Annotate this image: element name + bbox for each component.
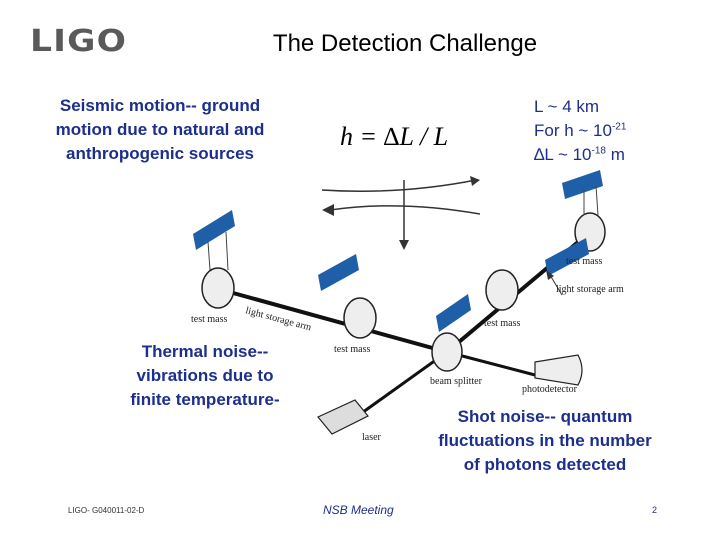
photodetector-shape — [534, 354, 583, 386]
wire-2 — [225, 231, 229, 271]
label-light-storage-arm-right: light storage arm — [556, 284, 624, 295]
parameter-block: L ~ 4 km For h ~ 10-21 ∆L ~ 10-18 m — [534, 95, 626, 167]
arm-pointer-head — [546, 270, 554, 280]
mirror-plate-1 — [193, 210, 235, 250]
beam-splitter — [431, 332, 463, 372]
param-length: L ~ 4 km — [534, 97, 600, 116]
param-delta-length: ∆L ~ 10-18 m — [534, 145, 625, 164]
param-strain: For h ~ 10-21 — [534, 121, 627, 140]
laser-beam — [351, 350, 448, 422]
page-number: 2 — [652, 505, 658, 515]
slide-title: The Detection Challenge — [272, 30, 538, 57]
gw-curve-1 — [321, 179, 477, 192]
arm-pointer — [549, 274, 563, 296]
gw-curve-2 — [329, 205, 481, 215]
label-test-mass-center: test mass — [334, 344, 370, 355]
label-light-storage-arm-left: light storage arm — [244, 305, 313, 333]
label-test-mass-left: test mass — [191, 314, 227, 325]
meeting-name: NSB Meeting — [323, 503, 394, 517]
gw-right-arrow — [470, 176, 480, 186]
label-test-mass-right: test mass — [484, 318, 520, 329]
label-laser: laser — [362, 432, 382, 443]
mirror-plate-2 — [318, 254, 359, 291]
gw-down-arrow — [399, 240, 409, 250]
wire-4 — [595, 185, 599, 216]
shot-noise-text: Shot noise-- quantum fluctuations in the… — [438, 407, 652, 474]
mirror-plate-3 — [436, 294, 471, 332]
strain-formula: h = ∆L / L — [340, 122, 449, 151]
label-beam-splitter: beam splitter — [430, 376, 483, 387]
mirror-plate-5 — [562, 170, 603, 199]
test-mass-right — [485, 269, 519, 311]
laser-box — [317, 399, 369, 435]
wire-1 — [207, 241, 211, 271]
test-mass-center — [343, 297, 377, 339]
left-arm-beam — [214, 286, 448, 354]
label-test-mass-top-right: test mass — [566, 256, 602, 267]
mirror-plate-4 — [545, 238, 589, 276]
gw-left-arrow — [322, 204, 334, 216]
thermal-noise-text: Thermal noise-- vibrations due to finite… — [130, 342, 280, 409]
seismic-noise-text: Seismic motion-- ground motion due to na… — [55, 96, 265, 163]
test-mass-left — [201, 267, 235, 309]
ligo-logo: LIGO — [30, 24, 128, 59]
label-photodetector: photodetector — [522, 384, 578, 395]
document-id: LIGO- G040011-02-D — [68, 506, 145, 515]
